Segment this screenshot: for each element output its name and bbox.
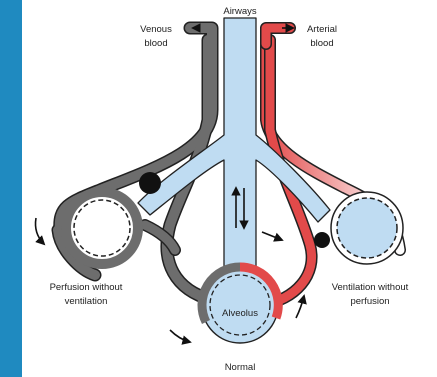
label-normal: Normal <box>225 362 256 373</box>
label-ventilation-line2: perfusion <box>350 296 389 307</box>
label-arterial-line2: blood <box>310 38 333 49</box>
arrow-center-right <box>296 296 304 318</box>
label-airways: Airways <box>223 6 257 17</box>
arterial-outlet <box>266 28 290 44</box>
label-arterial-line1: Arterial <box>307 24 337 35</box>
vessel-obstruction-dot <box>314 232 330 248</box>
label-venous-line1: Venous <box>140 24 172 35</box>
arrow-right-shunt <box>262 232 282 240</box>
venous-inlet <box>190 28 212 44</box>
label-perfusion-line1: Perfusion without <box>50 282 123 293</box>
alveolus-left <box>66 192 138 264</box>
alveolus-center <box>202 267 278 343</box>
label-ventilation-line1: Ventilation without <box>332 282 409 293</box>
alveolus-right <box>331 192 403 264</box>
arrow-left-loop <box>35 218 44 244</box>
label-perfusion-line2: ventilation <box>65 296 108 307</box>
arrow-center-left <box>170 330 190 342</box>
label-alveolus: Alveolus <box>222 308 258 319</box>
airway-obstruction-dot <box>139 172 161 194</box>
label-venous-line2: blood <box>144 38 167 49</box>
